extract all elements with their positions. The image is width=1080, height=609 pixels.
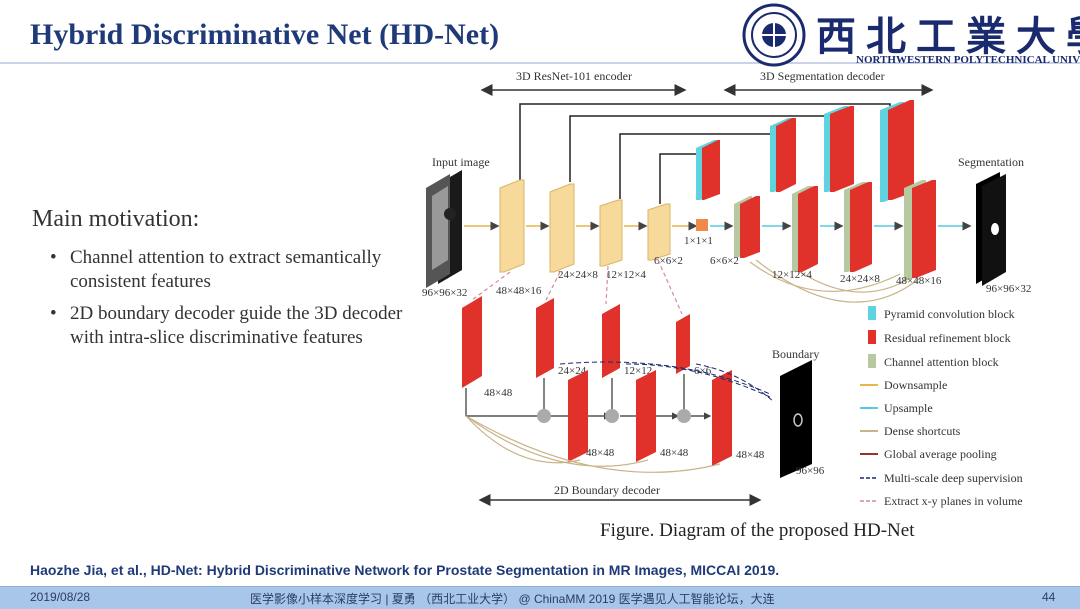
segmentation-output [976,172,1006,286]
boundary-decoder-label: 2D Boundary decoder [554,483,660,497]
encoder-blocks [499,179,671,273]
logo-chinese-name: 西北工業大學 [816,13,1080,60]
footer-center-text: 医学影像小样本深度学习 | 夏勇 （西北工业大学） @ ChinaMM 2019… [250,592,775,606]
legend-label: Residual refinement block [884,331,1011,345]
merge-nodes [537,409,691,423]
legend-item: Global average pooling [860,447,997,461]
bd3-dims: 48×48 [736,449,765,461]
legend: Pyramid convolution block Residual refin… [860,306,1023,508]
decoder-stage-1 [696,140,760,258]
slide-title: Hybrid Discriminative Net (HD-Net) [30,18,500,51]
output-dims: 96×96×32 [986,283,1031,295]
b1-dims: 48×48 [484,387,513,399]
b3-dims: 12×12 [624,365,652,377]
boundary-out-dims: 96×96 [796,465,825,477]
bd1-dims: 48×48 [586,447,615,459]
input-dims: 96×96×32 [422,287,467,299]
paper-reference: Haozhe Jia, et al., HD-Net: Hybrid Discr… [30,562,780,578]
b2-dims: 24×24 [558,365,587,377]
legend-label: Dense shortcuts [884,424,961,438]
enc1-dims: 48×48×16 [496,285,542,297]
motivation-heading: Main motivation: [32,206,200,232]
university-logo: 西北工業大學 NORTHWESTERN POLYTECHNICAL UNIVER… [740,2,1080,68]
input-image-label: Input image [432,155,490,169]
bottleneck-dims: 1×1×1 [684,235,713,247]
channel-attention-swatch [868,354,876,368]
boundary-decoder-blocks [568,370,732,466]
footer-date: 2019/08/28 [30,590,91,604]
legend-item: Extract x-y planes in volume [860,494,1023,508]
legend-item: Residual refinement block [868,330,1011,345]
boundary-output [780,360,812,478]
enc2-dims: 24×24×8 [558,269,598,281]
legend-item: Multi-scale deep supervision [860,471,1023,485]
legend-label: Upsample [884,401,933,415]
segmentation-label: Segmentation [958,155,1024,169]
enc4-dims: 6×6×2 [654,255,683,267]
bullet-icon: • [50,303,57,324]
bd2-dims: 48×48 [660,447,689,459]
legend-item: Dense shortcuts [860,424,961,438]
footer-bar: 2019/08/28 医学影像小样本深度学习 | 夏勇 （西北工业大学） @ C… [0,586,1080,609]
input-image [426,170,462,288]
title-divider [0,62,1080,64]
encoder-label: 3D ResNet-101 encoder [516,69,632,83]
boundary-dense-shortcuts [465,415,721,473]
bullet-item: • Channel attention to extract semantical… [50,246,430,294]
university-seal-icon [742,3,806,67]
legend-label: Global average pooling [884,447,997,461]
legend-label: Extract x-y planes in volume [884,494,1023,508]
boundary-label: Boundary [772,347,819,361]
page-number: 44 [1042,590,1056,604]
legend-item: Pyramid convolution block [868,306,1015,321]
deep-supervision-links [559,361,775,403]
decoder-stage-4 [880,100,936,280]
legend-label: Multi-scale deep supervision [884,471,1023,485]
legend-label: Channel attention block [884,355,999,369]
dense-shortcuts [749,259,921,303]
dec1-dims: 6×6×2 [710,255,739,267]
dec4-dims: 48×48×16 [896,275,942,287]
legend-label: Pyramid convolution block [884,307,1015,321]
motivation-list: • Channel attention to extract semantical… [50,246,430,358]
legend-item: Upsample [860,401,933,415]
dec2-dims: 12×12×4 [772,269,812,281]
legend-item: Channel attention block [868,354,999,369]
bottleneck-block [696,219,708,231]
dec3-dims: 24×24×8 [840,273,880,285]
bullet-text: 2D boundary decoder guide the 3D decoder… [70,303,403,348]
logo-english-name: NORTHWESTERN POLYTECHNICAL UNIVERSITY [856,54,1080,66]
hd-net-diagram: 3D ResNet-101 encoder 3D Segmentation de… [422,69,1031,508]
decoder-stage-2 [770,118,818,272]
extract-plane-links [471,259,683,315]
legend-item: Downsample [860,378,947,392]
figure-caption: Figure. Diagram of the proposed HD-Net [600,520,915,541]
boundary-encoder-blocks [462,296,690,388]
bullet-item: • 2D boundary decoder guide the 3D decode… [50,302,430,350]
decoder-label: 3D Segmentation decoder [760,69,885,83]
enc3-dims: 12×12×4 [606,269,646,281]
bullet-text: Channel attention to extract semanticall… [70,247,382,292]
bullet-icon: • [50,247,57,268]
residual-refinement-swatch [868,330,876,344]
decoder-stage-3 [824,106,872,272]
legend-label: Downsample [884,378,947,392]
pyramid-conv-swatch [868,306,876,320]
